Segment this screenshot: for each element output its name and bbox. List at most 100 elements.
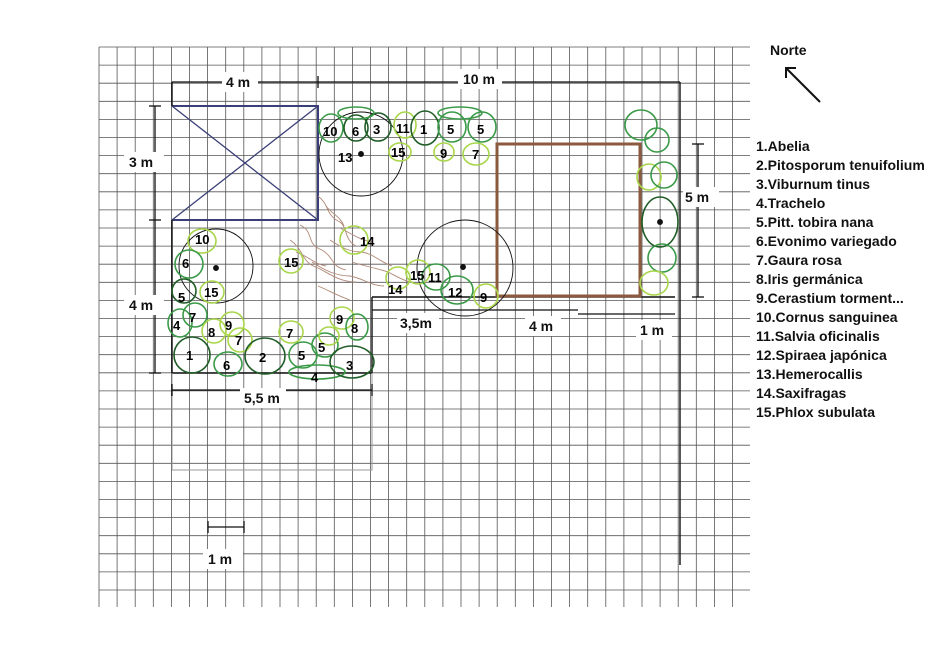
legend-item: 5.Pitt. tobira nana <box>756 214 874 230</box>
plant-number-label: 5 <box>477 122 484 137</box>
plant-number-label: 6 <box>352 124 359 139</box>
plant-circle <box>647 243 677 273</box>
legend-item: 11.Salvia oficinalis <box>756 328 880 344</box>
plant-circle <box>227 327 253 353</box>
north-arrow-icon <box>785 67 821 103</box>
dim-right-5m: 5 m <box>685 189 709 205</box>
plant-number-label: 5 <box>447 122 454 137</box>
plant-circle <box>318 326 340 346</box>
plant-number-label: 7 <box>286 326 293 341</box>
plant-number-label: 7 <box>472 147 479 162</box>
plant-circle <box>650 161 678 189</box>
plant-number-label: 11 <box>428 270 442 285</box>
plant-number-label: 9 <box>480 290 487 305</box>
plant-number-label: 3 <box>346 358 353 373</box>
plant-number-label: 14 <box>360 234 375 249</box>
plant-circle <box>171 278 197 304</box>
old-footprint <box>171 373 373 471</box>
plant-number-label: 7 <box>235 333 242 348</box>
plant-number-label: 15 <box>204 285 218 300</box>
plant-circle <box>440 275 474 305</box>
plant-circle <box>201 318 227 344</box>
plant-circle <box>288 364 346 380</box>
plant-number-label: 13 <box>338 150 352 165</box>
legend-item: 12.Spiraea japónica <box>756 347 887 363</box>
plant-number-label: 6 <box>182 256 189 271</box>
dimension-labels: 4 m 10 m 3 m 4 m 5 m 5,5 m 3,5m 4 m 1 m … <box>124 69 719 569</box>
legend-item: 1.Abelia <box>756 138 810 154</box>
plant-circle <box>385 266 411 290</box>
plant-circle <box>644 127 670 153</box>
plant-number-label: 6 <box>223 358 230 373</box>
plant-circle <box>393 111 417 139</box>
dim-top-10m: 10 m <box>463 71 495 87</box>
plant-number-label: 11 <box>396 121 410 136</box>
plant-circle <box>182 302 208 328</box>
plant-circle <box>636 163 662 191</box>
legend-item: 8.Iris germánica <box>756 271 863 287</box>
legend-item: 2.Pitosporum tenuifolium <box>756 157 925 173</box>
dim-left-4m: 4 m <box>129 297 153 313</box>
plant-number-label: 4 <box>311 370 319 385</box>
dim-mid-1m: 1 m <box>640 322 664 338</box>
legend-item: 9.Cerastium torment... <box>756 290 904 306</box>
plant-number-label: 12 <box>448 285 462 300</box>
plant-circle <box>173 336 211 374</box>
plant-circle <box>329 306 355 330</box>
plant-circle <box>278 248 304 274</box>
plant-number-label: 9 <box>336 312 343 327</box>
plant-circle <box>639 270 669 296</box>
legend-item: 10.Cornus sanguinea <box>756 309 898 325</box>
plant-number-label: 9 <box>440 146 447 161</box>
tree-canopies <box>178 111 663 317</box>
plant-number-label: 1 <box>420 122 427 137</box>
plant-circle <box>167 308 193 338</box>
plant-number-label: 7 <box>189 310 196 325</box>
legend-item: 6.Evonimo variegado <box>756 233 897 249</box>
plant-legend: 1.Abelia 2.Pitosporum tenuifolium 3.Vibu… <box>756 137 925 422</box>
dim-mid-4m: 4 m <box>529 318 553 334</box>
plant-circle <box>339 225 369 255</box>
plant-number-label: 15 <box>410 268 424 283</box>
legend-item: 3.Viburnum tinus <box>756 176 871 192</box>
dim-top-4m: 4 m <box>226 74 250 90</box>
plant-circle <box>318 113 344 143</box>
plant-circle <box>624 109 658 141</box>
dim-bottom-5-5m: 5,5 m <box>244 390 280 406</box>
plant-circle <box>437 106 483 120</box>
plant-circle <box>244 337 286 375</box>
plant-number-label: 5 <box>318 340 325 355</box>
house-outline <box>171 105 319 221</box>
plant-circle <box>641 196 679 248</box>
plant-number-label: 15 <box>391 145 405 160</box>
plant-circle <box>473 283 499 309</box>
dim-scale-1m: 1 m <box>208 551 232 567</box>
plant-circle <box>462 142 490 166</box>
legend-item: 15.Phlox subulata <box>756 404 876 420</box>
plant-circle <box>364 112 392 142</box>
north-label: Norte <box>770 42 807 58</box>
plant-number-label: 2 <box>259 350 266 365</box>
pergola <box>495 142 642 298</box>
plant-number-label: 8 <box>208 325 215 340</box>
plant-circle <box>405 259 431 285</box>
plant-circle <box>433 142 455 162</box>
plant-circle <box>187 228 217 254</box>
plant-number-label: 14 <box>388 282 403 297</box>
plant-number-label: 5 <box>298 348 305 363</box>
plant-circles <box>167 106 679 380</box>
plant-number-label: 4 <box>173 318 181 333</box>
legend-item: 7.Gaura rosa <box>756 252 842 268</box>
legend-item: 4.Trachelo <box>756 195 826 211</box>
plant-circle <box>311 332 339 358</box>
plant-number-label: 10 <box>195 232 209 247</box>
plant-circle <box>278 320 304 344</box>
plant-circle <box>213 351 243 377</box>
plant-number-label: 9 <box>225 318 232 333</box>
dim-mid-3-5m: 3,5m <box>400 315 432 331</box>
plant-circle <box>388 142 412 162</box>
plant-number-label: 1 <box>186 348 193 363</box>
plant-circle <box>337 106 375 120</box>
